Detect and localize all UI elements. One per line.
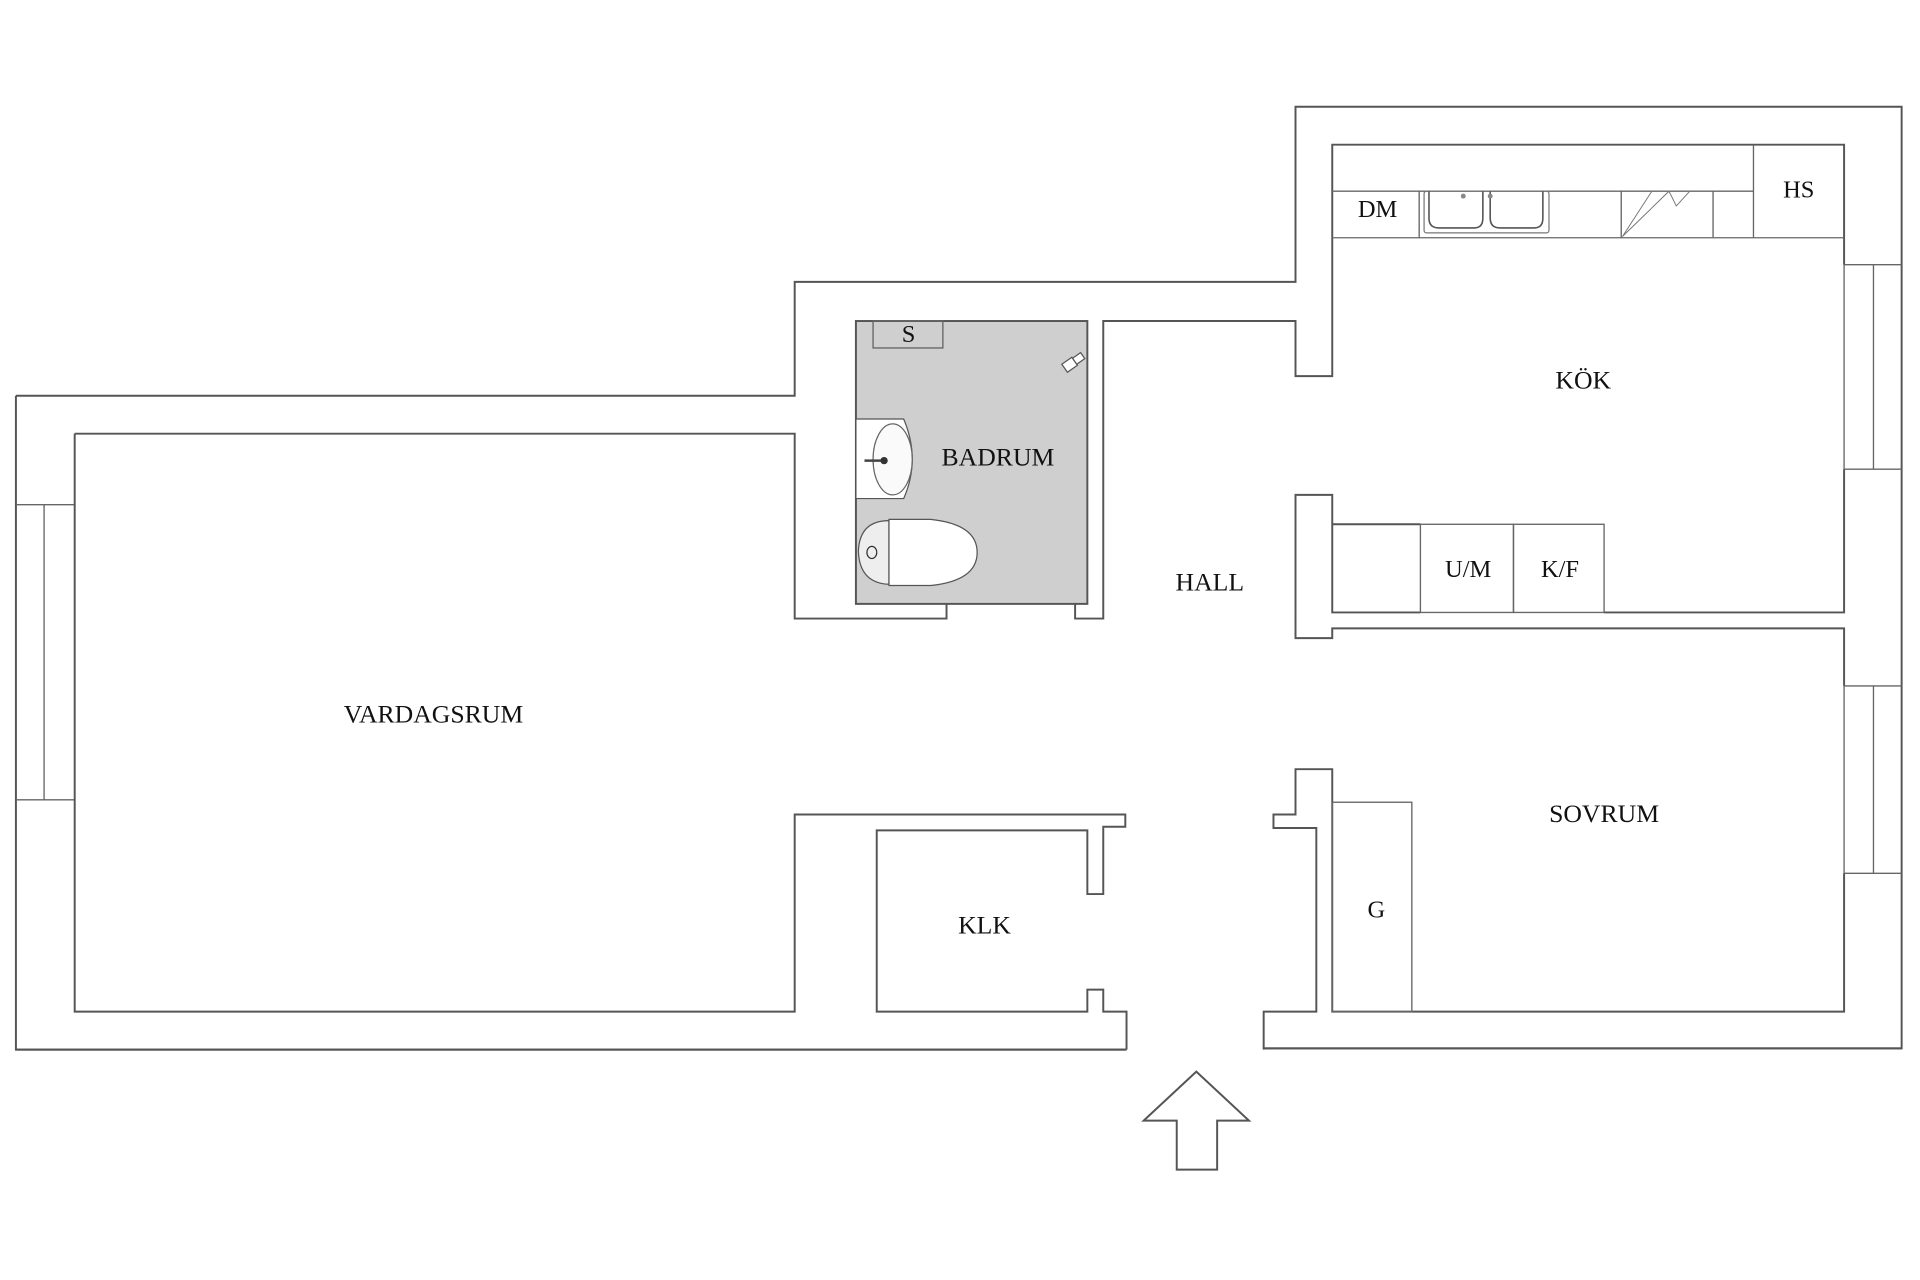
window-right-sovrum <box>1843 685 1902 874</box>
fixture-hs-label: HS <box>1783 176 1814 203</box>
room-label-hall: HALL <box>1176 567 1245 596</box>
badrum-door-jamb <box>1074 237 1334 620</box>
room-label-sovrum: SOVRUM <box>1549 799 1659 828</box>
window-left <box>15 504 75 801</box>
room-label-badrum: BADRUM <box>942 443 1055 472</box>
shower-icon <box>1060 351 1086 374</box>
room-label-vardagsrum: VARDAGSRUM <box>344 700 524 729</box>
entrance-arrow-icon <box>1141 1070 1252 1171</box>
fixture-dm-label: DM <box>1358 196 1398 223</box>
fixture-kf <box>1512 523 1605 614</box>
sovrum-walls <box>1262 768 1846 1049</box>
fixture-s-label: S <box>902 321 916 348</box>
sink-icon <box>855 418 913 500</box>
fixture-kf-label: K/F <box>1541 556 1579 583</box>
fixture-um-label: U/M <box>1445 556 1491 583</box>
fixture-g-label: G <box>1367 896 1385 923</box>
stove-icon <box>1622 190 1691 237</box>
fixture-g <box>1331 801 1413 1013</box>
room-label-klk: KLK <box>958 910 1011 939</box>
toilet-icon <box>857 518 978 587</box>
vardagsrum-walls <box>73 432 1128 1050</box>
double-sink-icon <box>1423 190 1550 234</box>
fixture-s <box>872 320 944 349</box>
room-label-kok: KÖK <box>1555 365 1611 394</box>
window-right-kok <box>1843 264 1902 470</box>
kok-walls <box>1294 143 1846 686</box>
outer-wall-bottom <box>14 395 1902 1051</box>
